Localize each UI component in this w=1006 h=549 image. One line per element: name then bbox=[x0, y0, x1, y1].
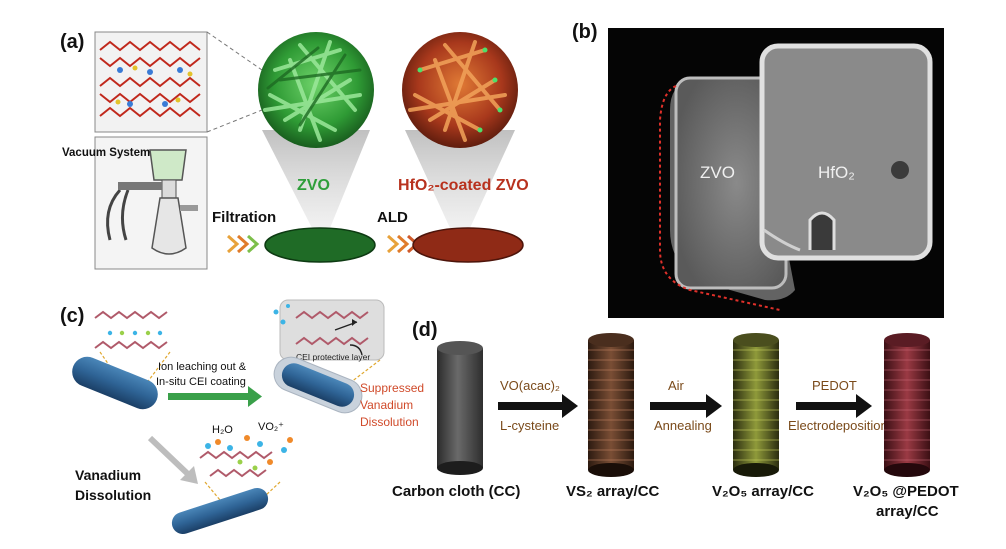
suppressed-label-1: Suppressed bbox=[360, 381, 424, 395]
carbon-cloth-cylinder bbox=[437, 341, 483, 475]
cei-layered-structure bbox=[279, 299, 385, 361]
crystal-structure-box bbox=[94, 31, 208, 133]
zvo-nanowire-circle bbox=[258, 32, 374, 228]
step2-top-label: Air bbox=[668, 378, 685, 393]
v2o5-pedot-label-2: array/CC bbox=[876, 503, 939, 520]
vacuum-system-label: Vacuum System bbox=[62, 147, 150, 159]
layered-structure-c1 bbox=[94, 310, 168, 350]
sem-hfo2-label: HfO₂ bbox=[818, 163, 855, 182]
v2o5-pedot-label-1: V₂O₅ @PEDOT bbox=[853, 483, 959, 500]
v2o5-pedot-cylinder bbox=[884, 333, 930, 477]
step1-arrow-icon bbox=[498, 394, 578, 418]
cei-protective-layer-label: CEI protective layer bbox=[296, 352, 370, 362]
ion-leaching-label-2: In-situ CEI coating bbox=[156, 376, 246, 388]
v2o5-label: V₂O₅ array/CC bbox=[712, 483, 814, 500]
v2o5-array-cylinder bbox=[733, 333, 779, 477]
vacuum-system-illustration bbox=[94, 136, 208, 270]
step1-bottom-label: L-cysteine bbox=[500, 418, 559, 433]
step2-bottom-label: Annealing bbox=[654, 418, 712, 433]
sem-zvo-label: ZVO bbox=[700, 163, 735, 182]
blue-rod-c1 bbox=[72, 356, 158, 410]
ion-dots-c2 bbox=[273, 304, 290, 325]
panel-a-label: (a) bbox=[60, 31, 84, 53]
ion-leaching-arrow-icon bbox=[168, 386, 262, 407]
green-film-disk bbox=[264, 227, 376, 263]
step1-top-label: VO(acac)₂ bbox=[500, 378, 560, 393]
h2o-label: H₂O bbox=[212, 424, 233, 436]
carbon-cloth-label: Carbon cloth (CC) bbox=[392, 483, 520, 500]
hfo2-coated-zvo-circle bbox=[402, 32, 518, 228]
cei-coated-rod bbox=[273, 356, 363, 414]
sem-image bbox=[608, 28, 944, 318]
filtration-label: Filtration bbox=[212, 209, 276, 226]
step3-top-label: PEDOT bbox=[812, 378, 857, 393]
ald-label: ALD bbox=[377, 209, 408, 226]
dissolution-arrow-icon bbox=[147, 435, 198, 484]
suppressed-label-3: Dissolution bbox=[360, 415, 419, 429]
panel-b-label: (b) bbox=[572, 21, 598, 43]
vanadium-dissolution-label-2: Dissolution bbox=[75, 487, 151, 503]
blue-rod-c3 bbox=[171, 487, 269, 535]
step2-arrow-icon bbox=[650, 394, 722, 418]
step3-arrow-icon bbox=[796, 394, 872, 418]
ion-leaching-label-1: Ion leaching out & bbox=[158, 361, 247, 373]
vo2-label: VO₂⁺ bbox=[258, 421, 284, 433]
vanadium-dissolution-label-1: Vanadium bbox=[75, 467, 141, 483]
step3-bottom-label: Electrodeposition bbox=[788, 418, 888, 433]
panel-d-label: (d) bbox=[412, 319, 438, 341]
suppressed-label-2: Vanadium bbox=[360, 398, 413, 412]
red-film-disk bbox=[412, 227, 524, 263]
panel-c-label: (c) bbox=[60, 305, 84, 327]
vs2-array-cylinder bbox=[588, 333, 634, 477]
zoom-lines bbox=[206, 31, 263, 133]
filtration-arrow-icon bbox=[227, 234, 260, 254]
vs2-label: VS₂ array/CC bbox=[566, 483, 660, 500]
dissolving-structure bbox=[199, 435, 293, 478]
hfo2-coated-zvo-label: HfO₂-coated ZVO bbox=[398, 177, 529, 194]
zvo-label: ZVO bbox=[297, 177, 330, 194]
